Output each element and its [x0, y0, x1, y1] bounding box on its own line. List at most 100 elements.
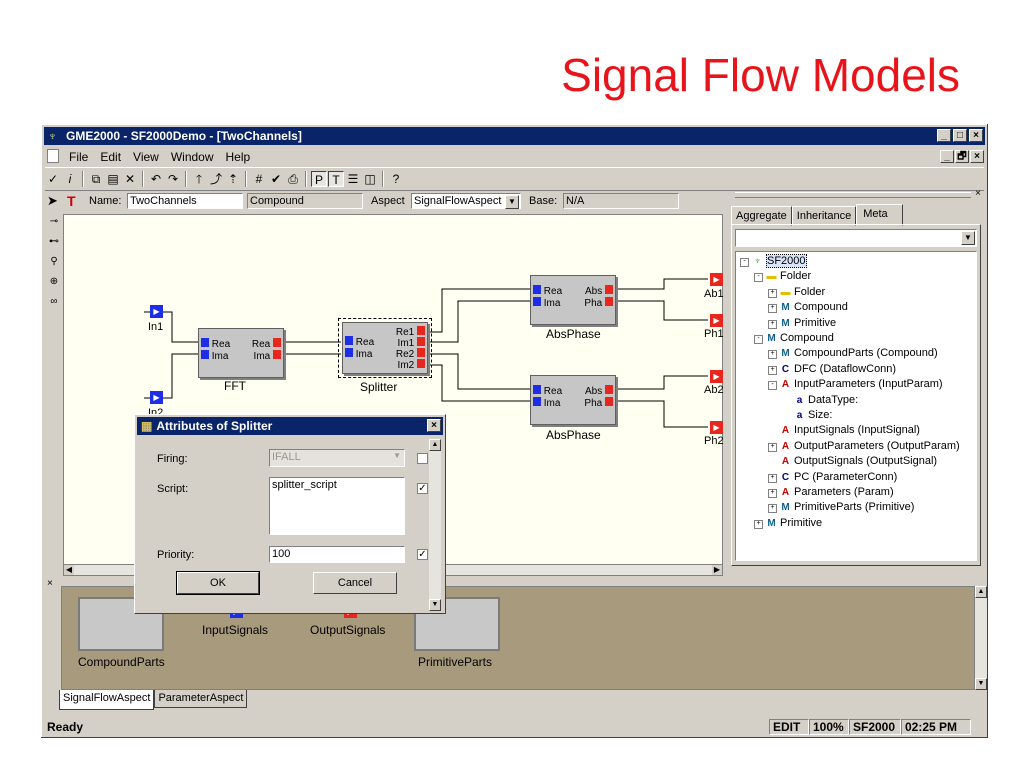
tree-node[interactable]: -♆SF2000 — [740, 254, 807, 269]
disconnect-mode-icon[interactable]: ⊷ — [49, 236, 59, 247]
dialog-vertical-scrollbar[interactable]: ▲ ▼ — [429, 439, 441, 611]
menu-window[interactable]: Window — [170, 150, 214, 164]
scroll-left-icon[interactable]: ◀ — [64, 565, 74, 575]
title-bar-icon[interactable]: T — [328, 171, 344, 187]
close-button[interactable]: × — [969, 129, 983, 142]
scroll-up-icon[interactable]: ▲ — [429, 439, 441, 451]
tab-meta[interactable]: Meta — [856, 204, 903, 226]
absphase-block-2[interactable]: Rea Ima Abs Pha — [530, 375, 616, 425]
expand-icon[interactable]: + — [768, 319, 777, 329]
expand-icon[interactable]: + — [768, 489, 777, 498]
expand-icon[interactable]: + — [768, 473, 777, 483]
undo-icon[interactable]: ↶ — [150, 172, 162, 186]
copy-icon[interactable]: ⧉ — [91, 172, 101, 186]
fft-out-rea[interactable]: Rea — [252, 338, 281, 350]
fft-block[interactable]: Rea Ima Rea Ima — [198, 328, 284, 378]
menu-view[interactable]: View — [133, 150, 159, 164]
connect-mode-icon[interactable]: ⊸ — [49, 216, 59, 227]
tab-signal-flow-aspect[interactable]: SignalFlowAspect — [59, 690, 155, 710]
title-bar[interactable]: ♆GME2000 - SF2000Demo - [TwoChannels] _ … — [44, 127, 985, 145]
grid-icon[interactable]: # — [255, 172, 263, 186]
browser-filter-combo[interactable]: ▼ — [735, 229, 977, 247]
absphase2-in-ima[interactable]: Ima — [533, 397, 560, 409]
up-arrow-icon[interactable]: 🡑 — [195, 172, 203, 186]
expand-icon[interactable]: + — [754, 519, 763, 529]
check-constraints-icon[interactable]: ✔ — [270, 172, 282, 186]
help-icon[interactable]: ? — [392, 172, 400, 186]
splitter-in-ima[interactable]: Ima — [345, 348, 372, 360]
dialog-close-button[interactable]: × — [427, 419, 441, 432]
absphase1-in-ima[interactable]: Ima — [533, 297, 560, 309]
dialog-title-bar[interactable]: ▦Attributes of Splitter × — [137, 417, 443, 435]
scroll-up-icon[interactable]: ▲ — [975, 586, 987, 598]
output-port-icon[interactable]: ▶ — [710, 421, 723, 434]
tab-inheritance[interactable]: Inheritance — [791, 206, 857, 226]
splitter-out-re2[interactable]: Re2 — [396, 348, 425, 360]
absphase2-in-rea[interactable]: Rea — [533, 385, 562, 397]
priority-field[interactable]: 100 — [269, 546, 405, 563]
expand-icon[interactable]: + — [768, 504, 777, 514]
input-port-icon[interactable]: ▶ — [150, 391, 163, 404]
pointer-icon[interactable]: ➤ — [47, 193, 58, 208]
collapse-icon[interactable]: - — [768, 381, 777, 391]
input-port-icon[interactable]: ▶ — [150, 305, 163, 318]
part-browser-icon[interactable]: P — [311, 171, 327, 187]
fft-out-ima[interactable]: Ima — [254, 350, 281, 362]
collapse-icon[interactable]: - — [740, 258, 749, 267]
scroll-down-icon[interactable]: ▼ — [429, 599, 441, 611]
redo-icon[interactable]: ↷ — [167, 172, 179, 186]
child-restore-button[interactable]: 🗗 — [955, 150, 969, 163]
firing-select[interactable]: IFALL ▼ — [269, 449, 405, 467]
pane-grip[interactable] — [735, 192, 971, 198]
priority-checkbox[interactable]: ✓ — [417, 549, 428, 560]
menu-help[interactable]: Help — [225, 150, 251, 164]
absphase2-out-abs[interactable]: Abs — [585, 385, 613, 397]
collapse-icon[interactable]: - — [754, 335, 763, 344]
chevron-down-icon[interactable]: ▼ — [505, 195, 519, 209]
child-close-button[interactable]: × — [970, 150, 984, 163]
firing-checkbox[interactable] — [417, 453, 428, 464]
scroll-down-icon[interactable]: ▼ — [975, 678, 987, 690]
output-port-icon[interactable]: ▶ — [710, 314, 723, 327]
up-alt-icon[interactable]: ⇡ — [227, 172, 239, 186]
browser-panel-icon[interactable]: ◫ — [364, 172, 376, 186]
absphase1-out-pha[interactable]: Pha — [584, 297, 613, 309]
paste-icon[interactable]: ▤ — [107, 172, 119, 186]
aspect-select[interactable]: SignalFlowAspect ▼ — [411, 193, 521, 209]
fft-in-ima[interactable]: Ima — [201, 350, 228, 362]
scroll-right-icon[interactable]: ▶ — [712, 565, 722, 575]
status-bar-icon[interactable]: ☰ — [347, 172, 359, 186]
part-browser-close-icon[interactable]: × — [47, 578, 53, 589]
output-port-icon[interactable]: ▶ — [710, 370, 723, 383]
tab-aggregate[interactable]: Aggregate — [731, 206, 792, 226]
absphase2-out-pha[interactable]: Pha — [584, 397, 613, 409]
document-icon[interactable] — [47, 149, 59, 163]
output-port-icon[interactable]: ▶ — [710, 273, 723, 286]
name-field[interactable]: TwoChannels — [127, 193, 243, 209]
splitter-out-im1[interactable]: Im1 — [398, 337, 425, 349]
tree-node[interactable]: +▬Folder — [768, 285, 825, 300]
fft-in-rea[interactable]: Rea — [201, 338, 230, 350]
child-minimize-button[interactable]: _ — [940, 150, 954, 163]
script-checkbox[interactable]: ✓ — [417, 483, 428, 494]
up-level-icon[interactable]: ⤴ — [209, 172, 222, 186]
delete-icon[interactable]: ✕ — [124, 172, 136, 186]
menu-edit[interactable]: Edit — [100, 150, 122, 164]
expand-icon[interactable]: + — [768, 350, 777, 360]
expand-icon[interactable]: + — [768, 365, 777, 375]
tab-parameter-aspect[interactable]: ParameterAspect — [154, 690, 248, 708]
tree-node[interactable]: -▬Folder — [754, 269, 811, 284]
minimize-button[interactable]: _ — [937, 129, 951, 142]
chevron-down-icon[interactable]: ▼ — [961, 231, 975, 245]
info-icon[interactable]: i — [68, 172, 72, 186]
